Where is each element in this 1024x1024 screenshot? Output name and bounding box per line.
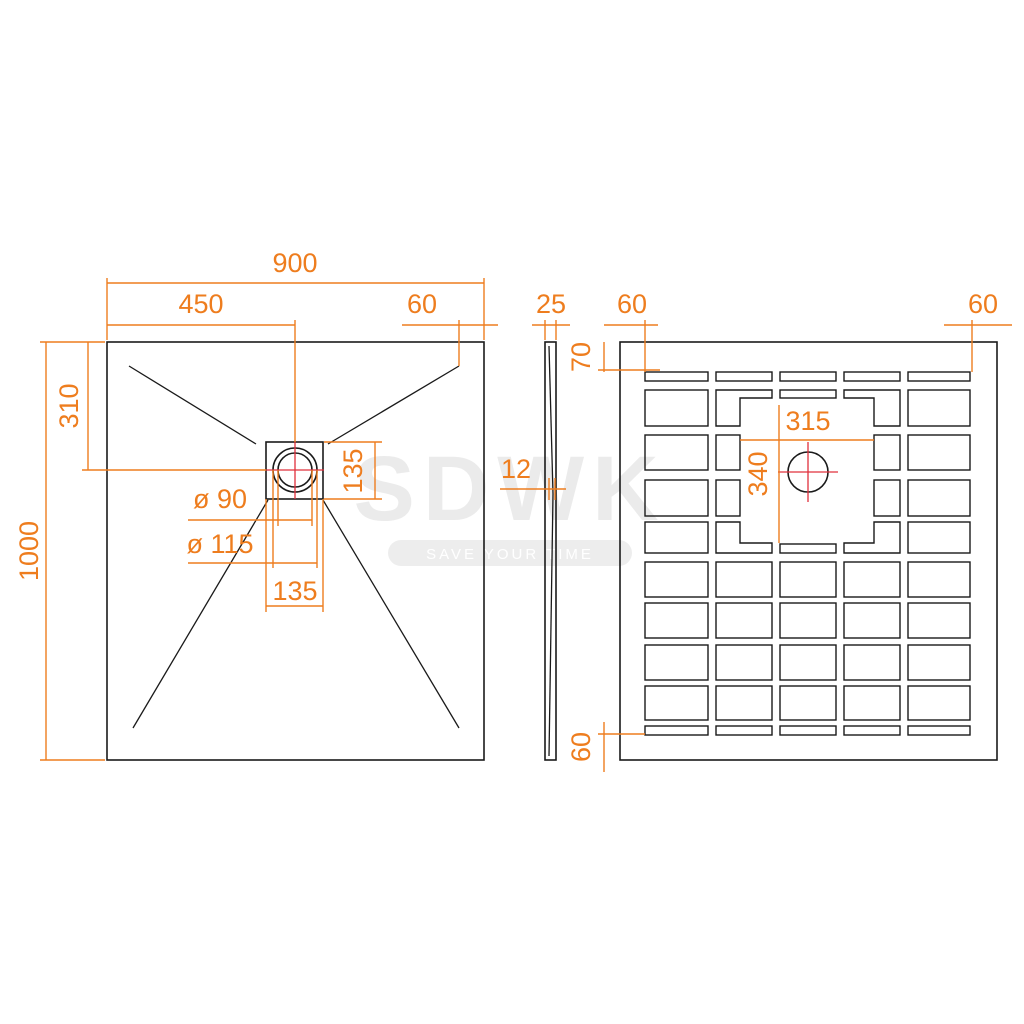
rib-cell [715, 602, 773, 639]
rib-grid [644, 371, 971, 736]
watermark-tagline: SAVE YOUR TIME [426, 546, 594, 563]
rib-corner-bottom-right [843, 521, 901, 554]
rib-cell [644, 602, 709, 639]
dim-back-340-label: 340 [743, 451, 773, 496]
rib-cell [715, 434, 741, 471]
rib-cell [715, 644, 773, 681]
side-slope-line [548, 345, 554, 495]
rib-cell [644, 434, 709, 471]
rib-cell [907, 479, 971, 517]
rib-cell [907, 685, 971, 721]
dim-back-60r-label: 60 [968, 289, 998, 319]
slope-line-bottom-left [132, 499, 269, 729]
dim-back-315-label: 315 [785, 406, 830, 436]
rib-strip-bottom [843, 725, 901, 736]
rib-cell [779, 561, 837, 598]
dim-310-label: 310 [54, 383, 84, 428]
back-view: 60 60 70 60 315 340 [566, 289, 1012, 772]
rib-corner-top-left [715, 389, 773, 427]
rib-strip-bottom [907, 725, 971, 736]
rib-cell [644, 479, 709, 517]
rib-cell [907, 434, 971, 471]
side-profile [544, 341, 557, 761]
rib-bar-bottom [779, 543, 837, 554]
rib-cell [644, 561, 709, 598]
dim-135v-label: 135 [338, 448, 368, 493]
rib-strip-top [715, 371, 773, 382]
rib-cell [715, 479, 741, 517]
dim-135h-label: 135 [272, 576, 317, 606]
rib-cell [907, 389, 971, 427]
side-view: 25 12 [500, 289, 570, 761]
rib-cell [644, 685, 709, 721]
rib-corner-bottom-left [715, 521, 773, 554]
rib-cell [843, 644, 901, 681]
rib-strip-bottom [644, 725, 709, 736]
dim-900-label: 900 [272, 248, 317, 278]
dim-1000-label: 1000 [14, 521, 44, 581]
dim-d90-label: ø 90 [193, 484, 247, 514]
dim-d115-label: ø 115 [186, 529, 253, 559]
rib-strip-top [843, 371, 901, 382]
rib-bar-top [779, 389, 837, 399]
watermark: SDWK SAVE YOUR TIME [353, 438, 659, 566]
watermark-pill [388, 540, 632, 566]
slope-line-top-left [128, 365, 257, 445]
rib-cell [907, 644, 971, 681]
slope-line-top-right [327, 365, 460, 445]
rib-cell [779, 685, 837, 721]
rib-cell [644, 644, 709, 681]
slope-line-bottom-right [322, 499, 460, 729]
rib-cell [907, 602, 971, 639]
rib-cell [907, 521, 971, 554]
rib-cell [715, 561, 773, 598]
dim-back-60l-label: 60 [617, 289, 647, 319]
front-view: 900 450 60 1000 310 135 ø 90 ø 115 [14, 248, 498, 761]
dim-25-label: 25 [536, 289, 566, 319]
dim-back-70-label: 70 [566, 342, 596, 372]
rib-cell [779, 602, 837, 639]
dim-60-label: 60 [407, 289, 437, 319]
rib-cell [843, 561, 901, 598]
rib-strip-top [644, 371, 709, 382]
dim-12-label: 12 [501, 454, 531, 484]
rib-strip-top [779, 371, 837, 382]
side-slope-line-lower [548, 493, 554, 757]
rib-cell [644, 389, 709, 427]
dim-450-label: 450 [178, 289, 223, 319]
rib-strip-bottom [715, 725, 773, 736]
rib-strip-top [907, 371, 971, 382]
dim-back-60b-label: 60 [566, 732, 596, 762]
rib-strip-bottom [779, 725, 837, 736]
rib-corner-top-right [843, 389, 901, 427]
rib-cell [907, 561, 971, 598]
back-outline [619, 341, 998, 761]
rib-cell [873, 479, 901, 517]
rib-cell [843, 602, 901, 639]
rib-cell [644, 521, 709, 554]
rib-cell [873, 434, 901, 471]
rib-cell [843, 685, 901, 721]
rib-cell [779, 644, 837, 681]
rib-cell [715, 685, 773, 721]
